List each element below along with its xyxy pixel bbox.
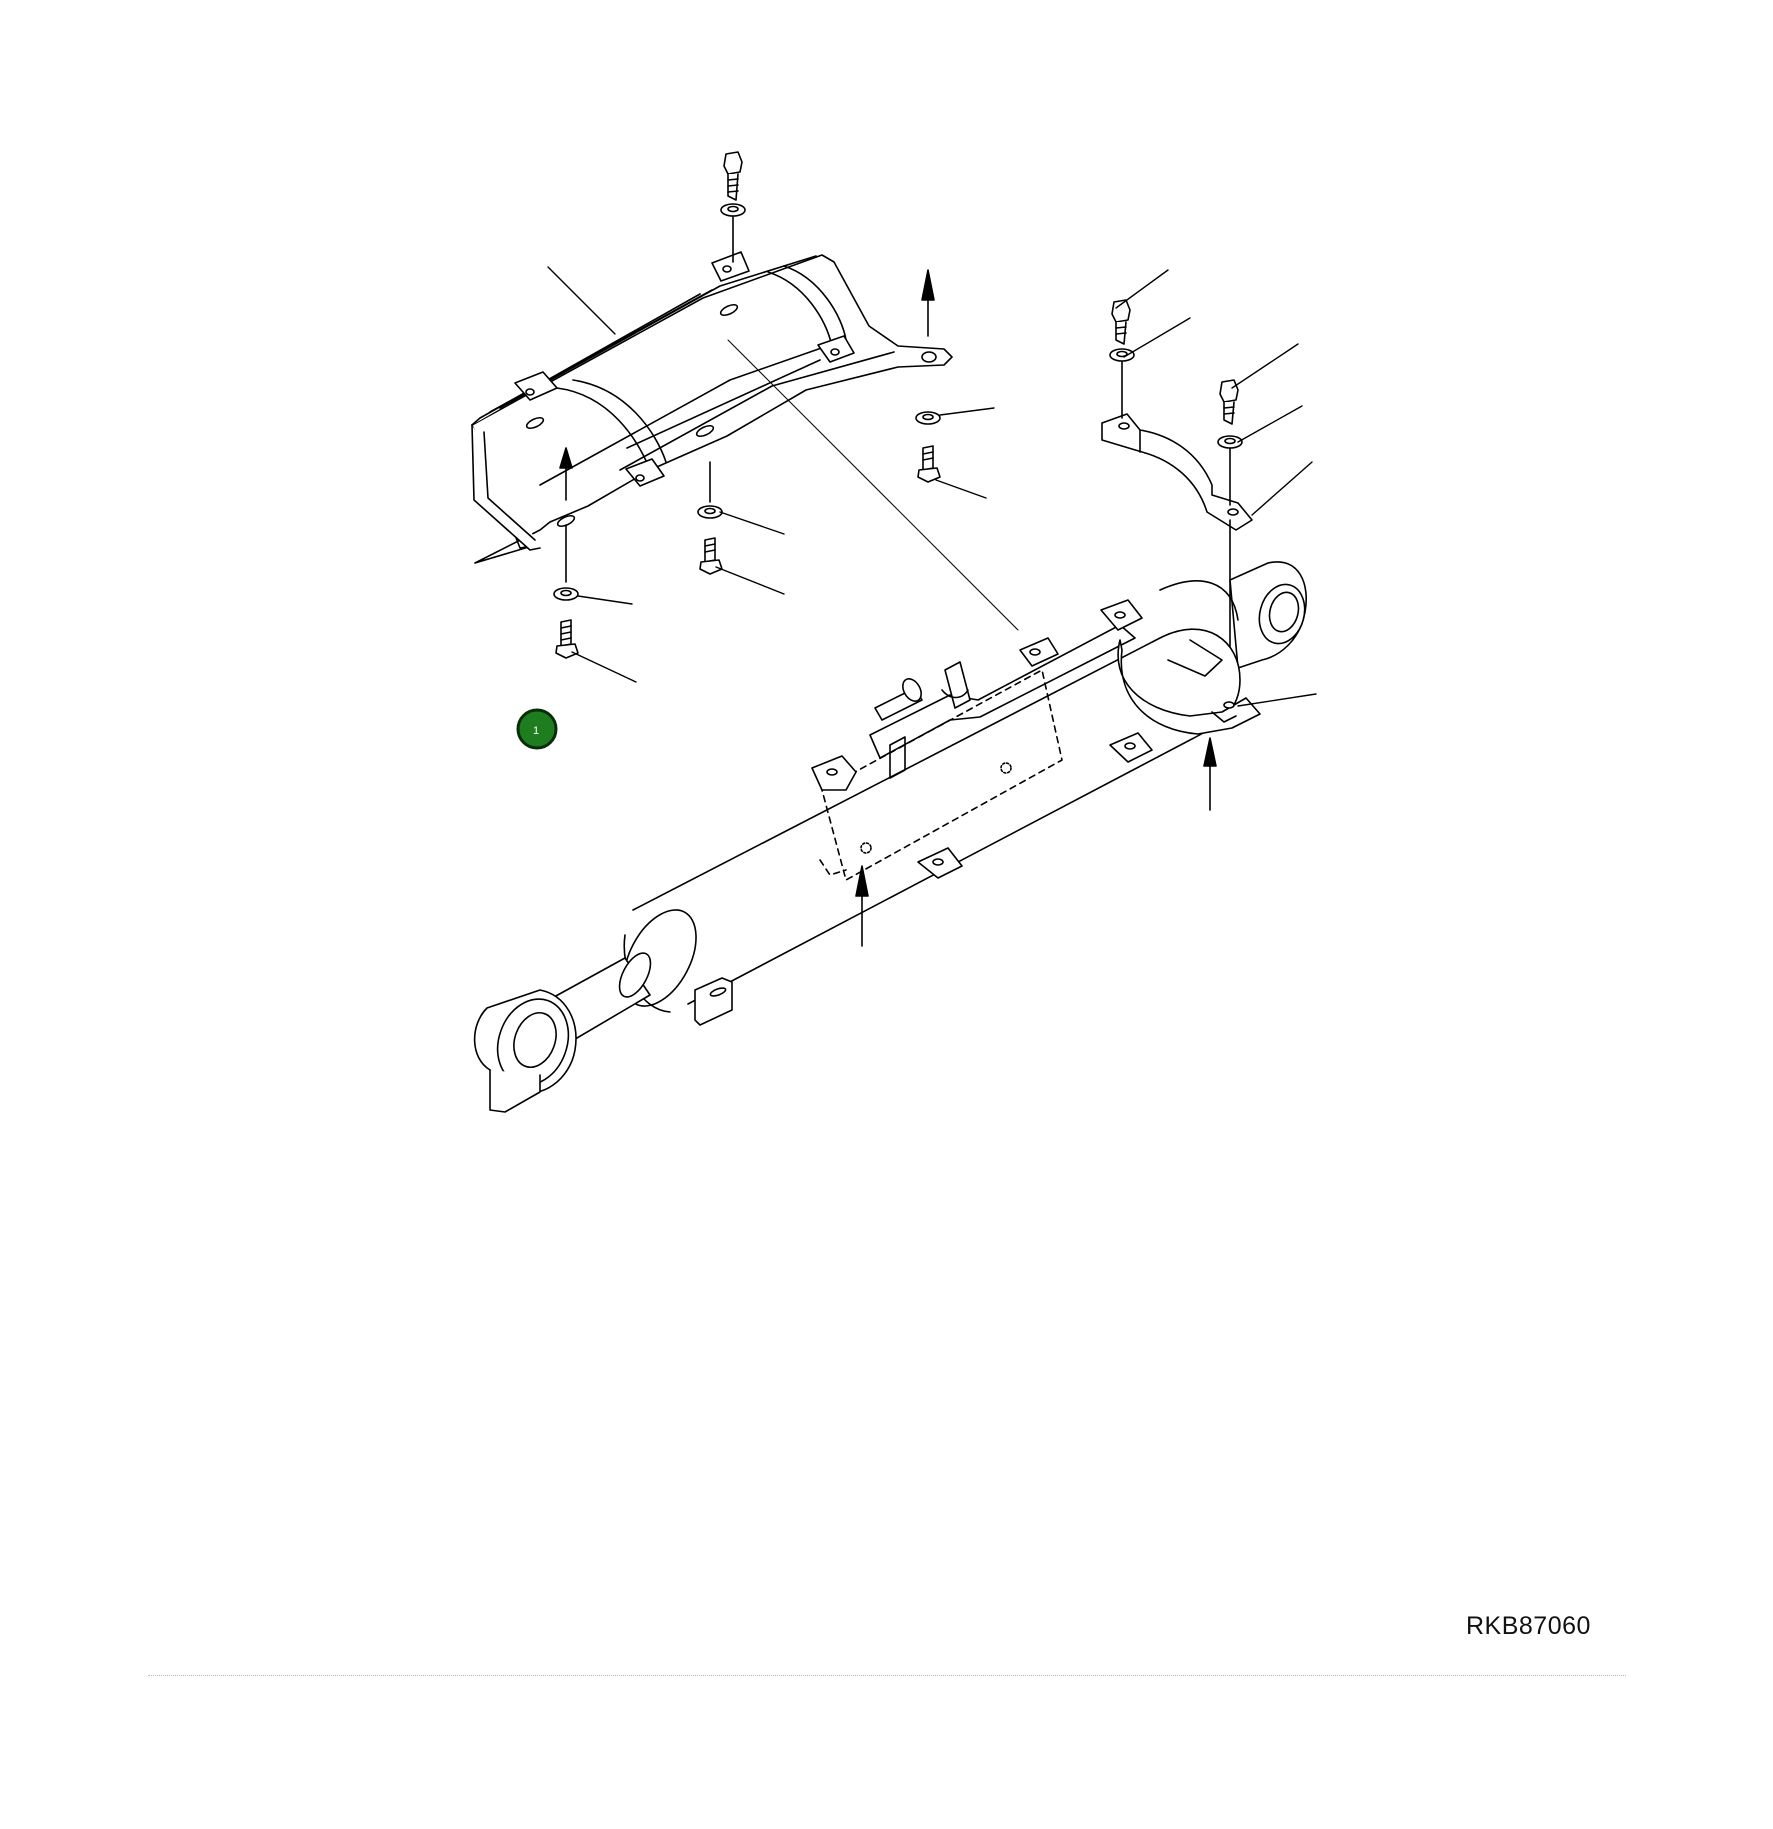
direction-arrow-cylinder-left — [855, 865, 869, 947]
direction-arrow-cylinder-right — [1203, 737, 1217, 811]
clamp-upper — [1101, 413, 1253, 531]
direction-arrow-right — [921, 269, 935, 337]
guide-line — [727, 339, 1019, 631]
callout-number: 1 — [533, 725, 539, 737]
drawing-code: RKB87060 — [1466, 1612, 1591, 1640]
bolt-clamp-b — [1217, 379, 1243, 693]
direction-arrow-left — [559, 447, 573, 501]
bolt-top — [720, 151, 746, 263]
hydraulic-cylinder — [473, 561, 1307, 1113]
bolt-lower-right — [915, 411, 941, 483]
leader-lines — [547, 266, 1317, 707]
callout-badge[interactable]: 1 — [516, 708, 558, 750]
footer-divider — [148, 1675, 1626, 1676]
bolt-lower-middle — [697, 461, 723, 575]
bolt-clamp-a — [1109, 299, 1135, 419]
guard-cover — [471, 251, 953, 564]
bolt-lower-left — [553, 524, 579, 659]
